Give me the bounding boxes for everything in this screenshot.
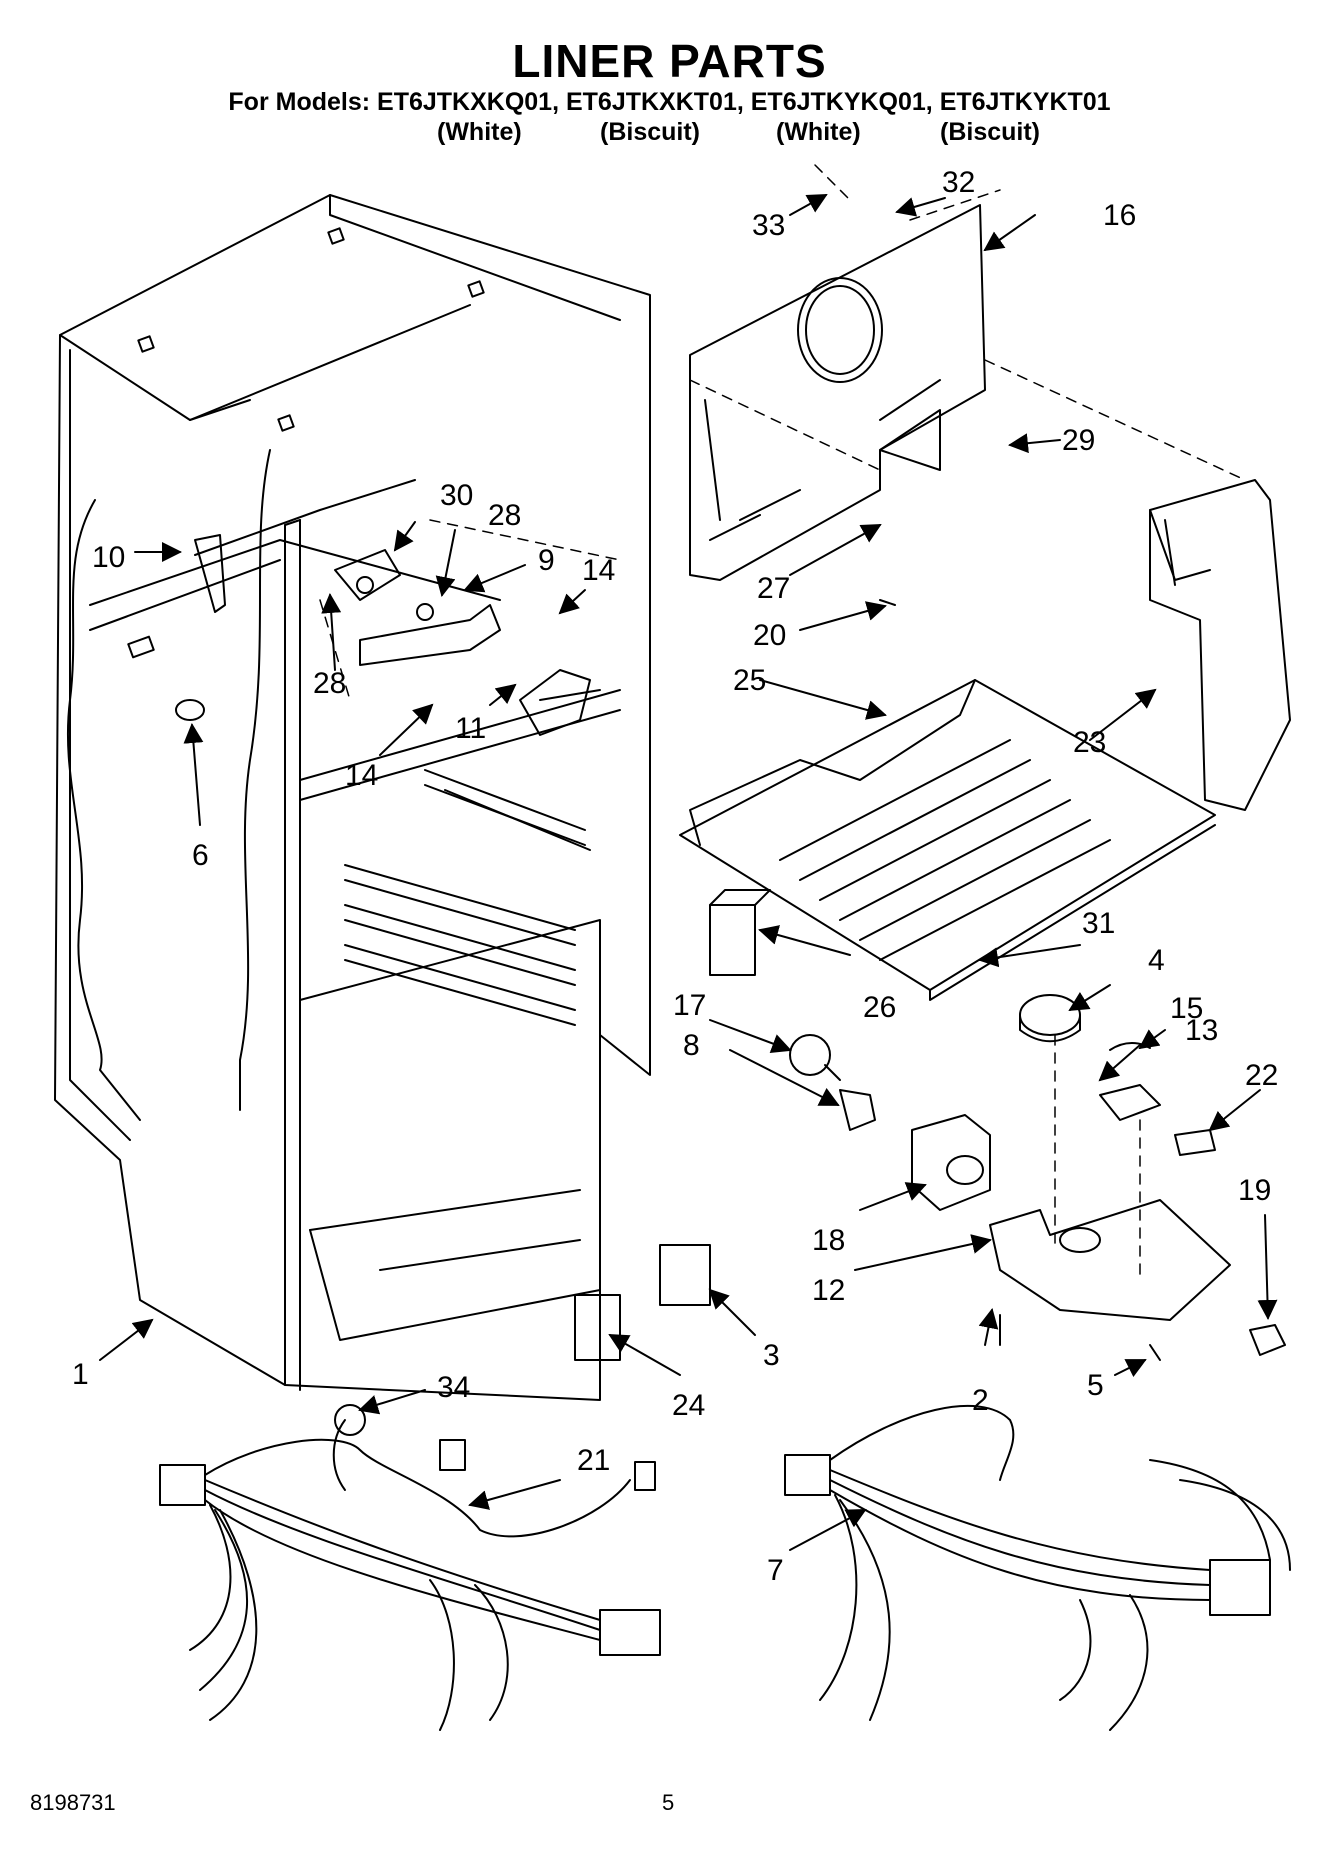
callout-13: 13 (1185, 1014, 1218, 1047)
callout-11: 11 (455, 712, 486, 745)
callout-9: 9 (538, 544, 555, 577)
evaporator-pan (679, 679, 1216, 1001)
callout-28-lower: 28 (313, 667, 346, 700)
callout-20: 20 (753, 619, 786, 652)
callout-19: 19 (1238, 1174, 1271, 1207)
refrigerator-liner (54, 194, 651, 1401)
callout-14-upper: 14 (582, 554, 615, 587)
callout-21: 21 (577, 1444, 610, 1477)
callout-25: 25 (733, 664, 766, 697)
callout-6: 6 (192, 839, 209, 872)
callout-5: 5 (1087, 1369, 1104, 1402)
color-label-white-2: (White) (776, 118, 861, 146)
callout-15: 15 (1170, 992, 1203, 1025)
callout-22: 22 (1245, 1059, 1278, 1092)
callout-18: 18 (812, 1224, 845, 1257)
callout-10: 10 (92, 541, 125, 574)
callout-3: 3 (763, 1339, 780, 1372)
callout-32: 32 (942, 166, 975, 199)
callout-23: 23 (1073, 726, 1106, 759)
callout-29: 29 (1062, 424, 1095, 457)
color-label-biscuit-1: (Biscuit) (600, 118, 700, 146)
document-number: 8198731 (30, 1790, 116, 1815)
callout-14-lower: 14 (345, 759, 378, 792)
callout-4: 4 (1148, 944, 1165, 977)
callout-1: 1 (72, 1358, 89, 1391)
color-label-biscuit-2: (Biscuit) (940, 118, 1040, 146)
color-label-white-1: (White) (437, 118, 522, 146)
callout-2: 2 (972, 1384, 989, 1417)
callout-8: 8 (683, 1029, 700, 1062)
small-parts (175, 599, 1286, 1436)
callout-26: 26 (863, 991, 896, 1024)
fan-motor-assembly (194, 479, 601, 736)
callout-33: 33 (752, 209, 785, 242)
callout-24: 24 (672, 1389, 705, 1422)
callout-34: 34 (437, 1371, 470, 1404)
wire-harness-21 (159, 1419, 661, 1731)
callout-31: 31 (1082, 907, 1115, 940)
callout-7: 7 (767, 1554, 784, 1587)
wire-harness-7 (784, 1404, 1291, 1731)
callout-16: 16 (1103, 199, 1136, 232)
assembly-lines (319, 164, 1246, 1281)
page-title: LINER PARTS (512, 35, 827, 87)
models-line: For Models: ET6JTKXKQ01, ET6JTKXKT01, ET… (228, 88, 1111, 116)
page-number: 5 (662, 1790, 675, 1815)
callout-12: 12 (812, 1274, 845, 1307)
callout-27: 27 (757, 572, 790, 605)
air-duct (1149, 479, 1291, 811)
callout-30: 30 (440, 479, 473, 512)
callout-17: 17 (673, 989, 706, 1022)
callout-leaders (99, 194, 1278, 1551)
callout-28-upper: 28 (488, 499, 521, 532)
evaporator-cover-panel (689, 204, 986, 581)
